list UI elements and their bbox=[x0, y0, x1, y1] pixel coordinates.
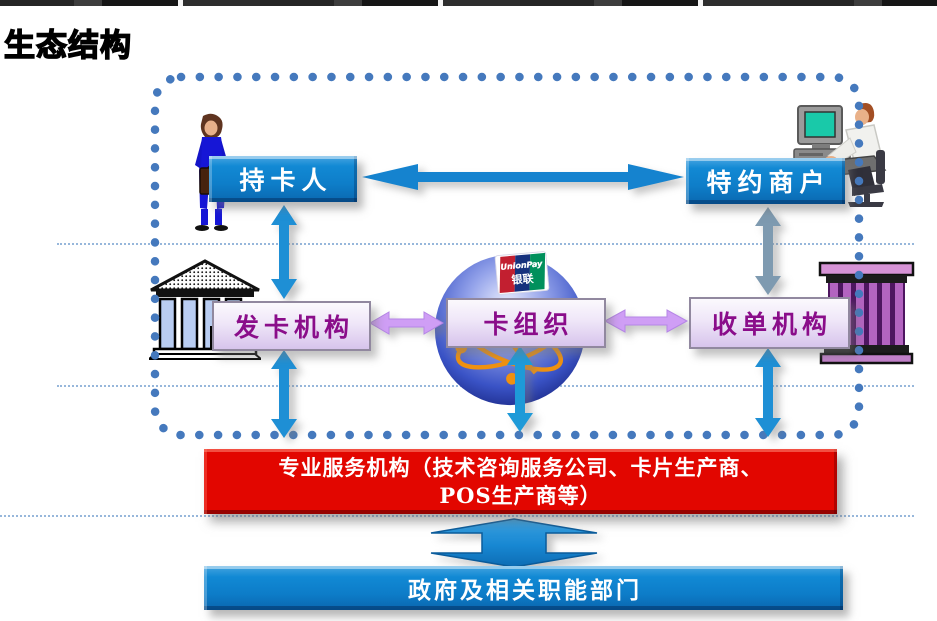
node-merchant-label: 特约商户 bbox=[706, 168, 831, 197]
svg-text:UnionPay: UnionPay bbox=[500, 259, 543, 272]
page-title: 生态结构 bbox=[3, 27, 132, 64]
arrow-cardholder-issuer bbox=[271, 205, 297, 299]
arrow-cardholder-merchant bbox=[362, 164, 684, 190]
divider-line bbox=[0, 515, 914, 517]
node-service-org-label-line1: 专业服务机构（技术咨询服务公司、卡片生产商、 bbox=[278, 454, 763, 480]
arrow-merchant-acquirer bbox=[755, 207, 781, 295]
node-service-org-label-line2: POS生产商等） bbox=[439, 482, 602, 508]
unionpay-logo: UnionPay 银联 bbox=[494, 251, 550, 295]
node-cardholder: 持卡人 bbox=[209, 156, 357, 202]
arrow-cardorg-external bbox=[507, 346, 533, 432]
arrow-cardorg-acquirer bbox=[603, 309, 689, 333]
arrow-issuer-external bbox=[271, 350, 297, 438]
arrow-service-government bbox=[430, 518, 598, 568]
arrow-issuer-cardorg bbox=[369, 311, 444, 335]
top-edge-strip bbox=[0, 0, 937, 6]
divider-line bbox=[57, 243, 914, 245]
node-government-label: 政府及相关职能部门 bbox=[408, 577, 642, 604]
arrow-acquirer-external bbox=[755, 348, 781, 437]
node-acquirer-label: 收单机构 bbox=[711, 310, 832, 339]
node-acquirer: 收单机构 bbox=[689, 297, 850, 349]
node-cardholder-label: 持卡人 bbox=[239, 166, 333, 195]
node-service-org: 专业服务机构（技术咨询服务公司、卡片生产商、 POS生产商等） bbox=[204, 449, 837, 514]
svg-text:银联: 银联 bbox=[511, 271, 534, 287]
node-merchant: 特约商户 bbox=[686, 158, 845, 204]
node-card-org: 卡组织 bbox=[446, 298, 606, 348]
node-issuer: 发卡机构 bbox=[212, 301, 371, 351]
ecosystem-boundary bbox=[150, 72, 864, 440]
node-government: 政府及相关职能部门 bbox=[204, 566, 843, 610]
node-card-org-label: 卡组织 bbox=[483, 310, 574, 339]
node-issuer-label: 发卡机构 bbox=[233, 313, 354, 342]
